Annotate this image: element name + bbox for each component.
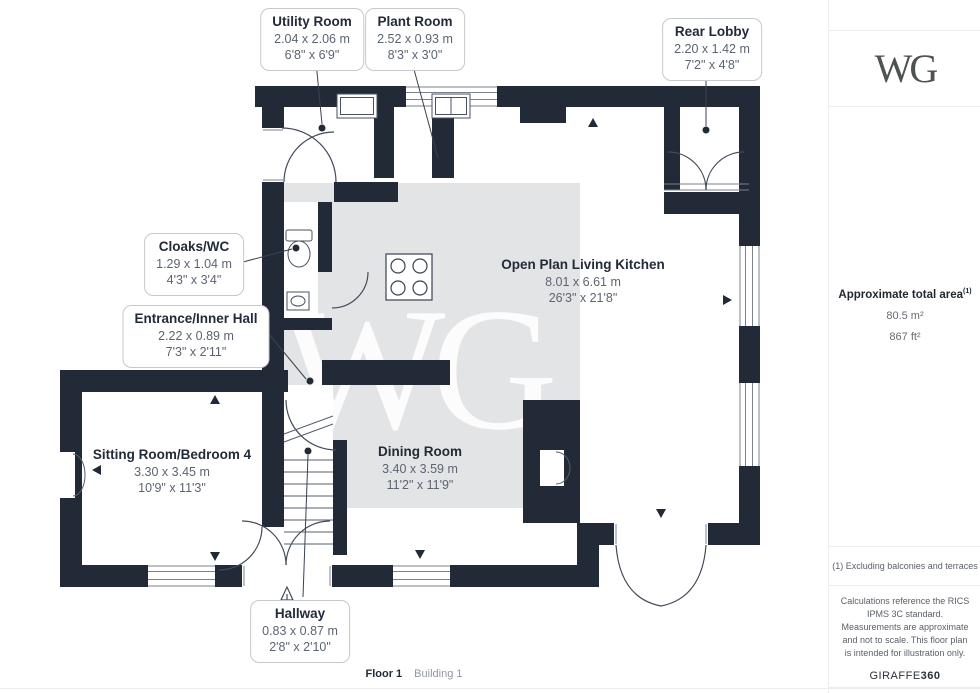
fireplace-niche: [60, 450, 571, 498]
window-south-sitting: [148, 565, 215, 587]
disclaimer-block: Calculations reference the RICS IPMS 3C …: [829, 584, 980, 688]
building-label: Building 1: [414, 668, 463, 680]
room-name: Plant Room: [377, 14, 453, 29]
hob-icon: [385, 253, 433, 301]
door-openings: [242, 128, 708, 587]
footer-divider: [0, 688, 980, 689]
room-label-kitchen: Open Plan Living Kitchen 8.01 x 6.61 m 2…: [501, 256, 665, 307]
plant-leader: [411, 61, 439, 159]
utility-sink-icon: [336, 93, 378, 119]
front-door-opening: [242, 565, 332, 587]
window-east-2: [739, 383, 760, 466]
utility-door-arc: [283, 131, 335, 183]
room-dims-imperial: 8'3" x 3'0": [387, 48, 443, 63]
room-label-hallway: Hallway 0.83 x 0.87 m 2'8" x 2'10": [250, 600, 350, 663]
room-dims-imperial: 10'9" x 11'3": [138, 481, 206, 496]
floor-label: Floor 1: [365, 668, 403, 680]
total-area-footnote-ref: (1): [963, 288, 972, 295]
room-dims-metric: 2.52 x 0.93 m: [377, 32, 453, 47]
area-footnote: (1) Excluding balconies and terraces: [829, 546, 980, 586]
room-dims-imperial: 26'3" x 21'8": [548, 291, 618, 306]
stair-break-line: [283, 415, 334, 443]
sitting-door-arc: [218, 526, 263, 571]
room-name: Dining Room: [378, 444, 462, 459]
front-door-arc-left: [241, 520, 287, 566]
agency-logo: WG: [829, 30, 980, 107]
info-sidebar: WG Approximate total area(1) 80.5 m² 867…: [828, 0, 980, 693]
room-dims-imperial: 7'2" x 4'8": [684, 58, 740, 73]
giraffe360-brand: GIRAFFE360: [839, 669, 971, 685]
utility-leader: [315, 61, 323, 125]
room-dims-metric: 2.04 x 2.06 m: [274, 32, 350, 47]
room-name: Open Plan Living Kitchen: [501, 257, 665, 272]
room-label-utility: Utility Room 2.04 x 2.06 m 6'8" x 6'9": [260, 8, 364, 71]
light-dot-hall: [306, 377, 314, 385]
brand-360: 360: [920, 670, 941, 683]
measure-arrows: [92, 118, 732, 561]
room-dims-metric: 2.22 x 0.89 m: [158, 329, 234, 344]
side-door-arc: [281, 127, 337, 183]
label-leaders: [242, 61, 707, 598]
staircase: [283, 415, 334, 545]
total-area-label: Approximate total area(1): [829, 288, 980, 301]
room-dims-metric: 3.40 x 3.59 m: [382, 462, 458, 477]
ceiling-lights: [292, 124, 710, 455]
front-door-arc-right: [285, 520, 331, 566]
room-dims-imperial: 4'3" x 3'4": [166, 273, 222, 288]
fixtures: [285, 93, 471, 311]
garden-door-arc-right: [660, 544, 707, 607]
room-dims-metric: 1.29 x 1.04 m: [156, 257, 232, 272]
room-dims-imperial: 6'8" x 6'9": [284, 48, 340, 63]
plan-footer: Floor 1 Building 1: [0, 668, 828, 680]
total-area-text: Approximate total area: [838, 288, 964, 301]
room-label-entrance: Entrance/Inner Hall 2.22 x 0.89 m 7'3" x…: [122, 305, 270, 368]
room-label-dining: Dining Room 3.40 x 3.59 m 11'2" x 11'9": [378, 443, 462, 494]
light-dot-lobby: [702, 126, 710, 134]
room-dims-imperial: 2'8" x 2'10": [269, 640, 331, 655]
lobby-door-arc-left: [667, 151, 707, 191]
light-dot-stairs: [304, 447, 312, 455]
light-dot-utility: [318, 124, 326, 132]
entrance-leader: [267, 332, 307, 380]
room-name: Utility Room: [272, 14, 352, 29]
garden-door-arc-left: [615, 544, 662, 607]
garden-door-opening: [614, 523, 708, 545]
light-dot-cloaks: [292, 244, 300, 252]
room-dims-imperial: 7'3" x 2'11": [165, 345, 227, 360]
room-dims-metric: 3.30 x 3.45 m: [134, 465, 210, 480]
room-dims-metric: 0.83 x 0.87 m: [262, 624, 338, 639]
brand-giraffe: GIRAFFE: [869, 670, 921, 683]
room-name: Entrance/Inner Hall: [134, 311, 258, 326]
window-south-dining: [393, 565, 450, 587]
room-dims-imperial: 11'2" x 11'9": [386, 478, 454, 493]
lobby-door-arc-right: [705, 151, 745, 191]
room-name: Hallway: [274, 606, 326, 621]
window-east-1: [739, 246, 760, 326]
room-label-plant: Plant Room 2.52 x 0.93 m 8'3" x 3'0": [365, 8, 465, 71]
hallway-leader: [302, 454, 309, 598]
basin-icon: [286, 291, 310, 311]
cloaks-door-arc: [331, 271, 369, 309]
side-door-opening: [262, 128, 284, 182]
room-dims-metric: 2.20 x 1.42 m: [674, 42, 750, 57]
total-area-ft2: 867 ft²: [889, 330, 921, 343]
room-label-sitting: Sitting Room/Bedroom 4 3.30 x 3.45 m 10'…: [93, 446, 251, 497]
room-label-cloaks: Cloaks/WC 1.29 x 1.04 m 4'3" x 3'4": [144, 233, 244, 296]
room-name: Sitting Room/Bedroom 4: [92, 447, 252, 462]
total-area-m2: 80.5 m²: [886, 309, 924, 322]
door-arcs: [218, 127, 745, 607]
stairs-floor: [284, 385, 333, 565]
disclaimer-text: Calculations reference the RICS IPMS 3C …: [840, 596, 970, 659]
room-label-rear-lobby: Rear Lobby 2.20 x 1.42 m 7'2" x 4'8": [662, 18, 762, 81]
room-name: Cloaks/WC: [158, 239, 230, 254]
plant-sink-icon: [431, 93, 471, 119]
total-area-block: Approximate total area(1) 80.5 m² 867 ft…: [829, 288, 980, 343]
cloaks-leader: [242, 248, 293, 263]
room-dims-metric: 8.01 x 6.61 m: [545, 275, 621, 290]
room-name: Rear Lobby: [674, 24, 750, 39]
